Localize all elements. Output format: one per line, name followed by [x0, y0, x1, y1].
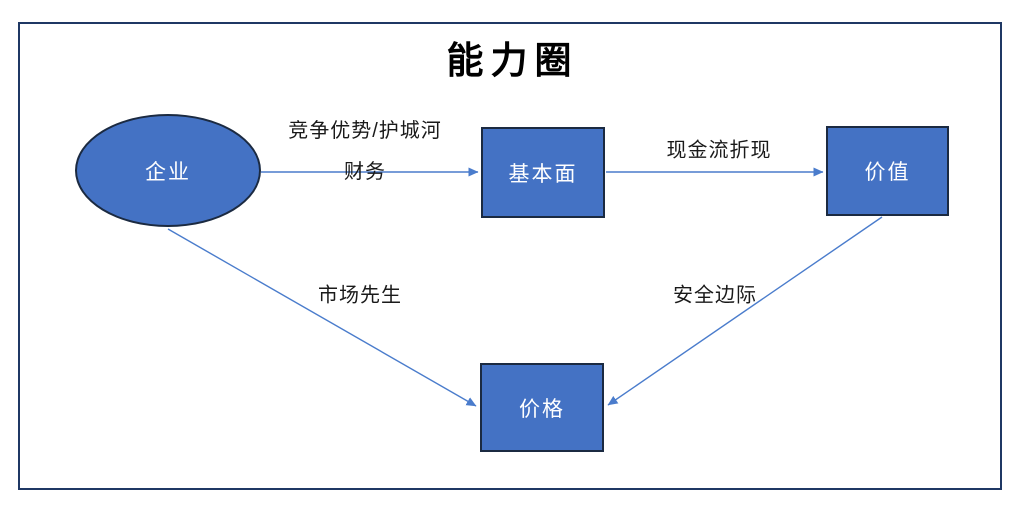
node-value: 价值	[826, 126, 949, 216]
node-fundamentals-label: 基本面	[508, 162, 578, 186]
edge-label-line1: 竞争优势/护城河	[288, 120, 442, 142]
edge-label-dcf: 现金流折现	[666, 139, 772, 162]
node-price: 价格	[480, 363, 604, 452]
node-fundamentals: 基本面	[481, 127, 605, 218]
edge-label-competitive-advantage: 竞争优势/护城河 财务	[288, 111, 442, 193]
edge-label-mr-market: 市场先生	[318, 284, 402, 307]
node-enterprise-label: 企业	[145, 160, 191, 184]
edge-label-line2: 财务	[344, 161, 386, 183]
node-value-label: 价值	[864, 161, 911, 184]
node-price-label: 价格	[519, 397, 565, 421]
edge-label-margin-of-safety: 安全边际	[673, 284, 757, 307]
diagram-title: 能力圈	[446, 40, 579, 81]
node-enterprise: 企业	[75, 114, 261, 227]
